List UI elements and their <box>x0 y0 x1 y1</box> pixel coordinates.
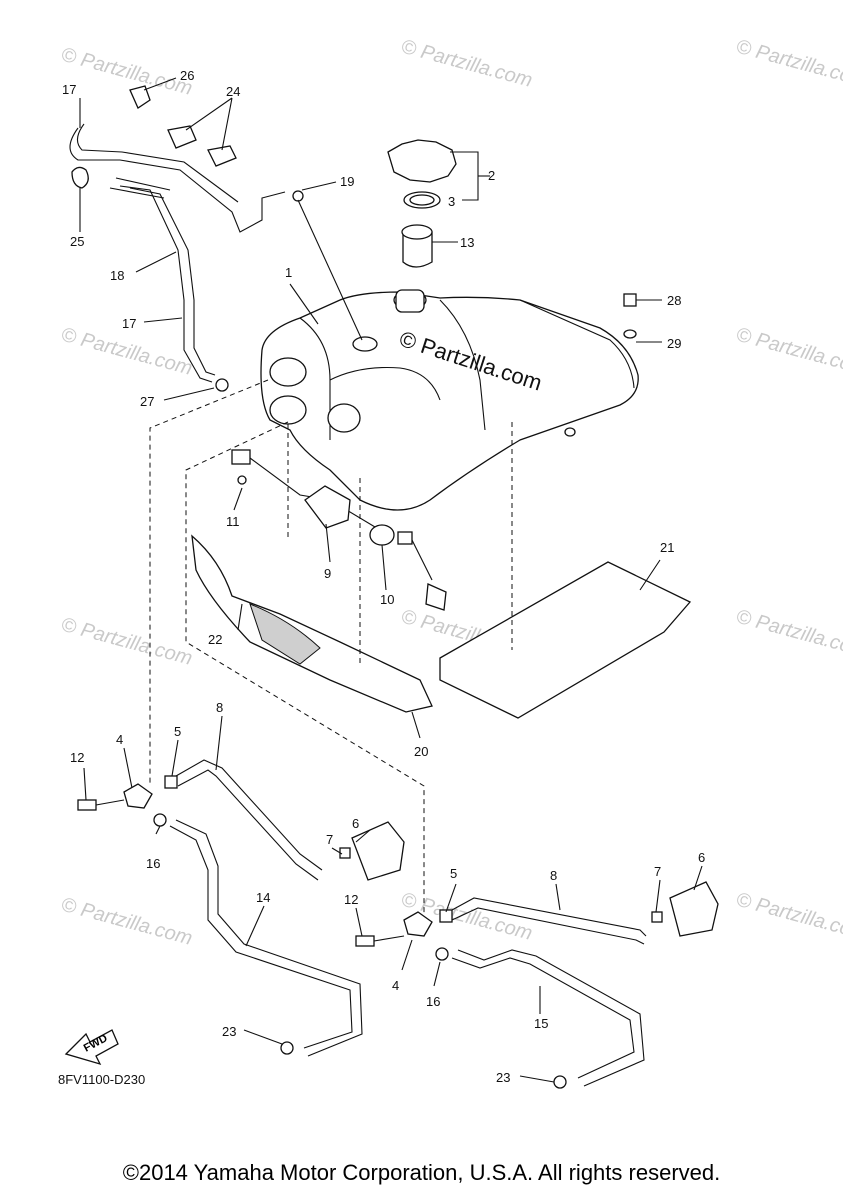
callout-18: 18 <box>110 268 124 283</box>
fuel-pump-assembly <box>231 449 447 611</box>
callout-22: 22 <box>208 632 222 647</box>
callout-19: 19 <box>340 174 354 189</box>
callout-11: 11 <box>226 514 240 529</box>
fwd-arrow-icon: FWD <box>64 1029 119 1066</box>
callout-6-left: 6 <box>352 816 359 831</box>
callout-16-right: 16 <box>426 994 440 1009</box>
fuel-cock-left <box>77 759 405 1057</box>
callout-23-right: 23 <box>496 1070 510 1085</box>
watermark: © Partzilla.com <box>734 606 843 662</box>
watermark: © Partzilla.com <box>734 36 843 92</box>
callout-28: 28 <box>667 293 681 308</box>
watermark: © Partzilla.com <box>59 894 195 950</box>
callout-29: 29 <box>667 336 681 351</box>
callout-17-top: 17 <box>62 82 76 97</box>
fuel-tank <box>260 289 639 511</box>
callout-9: 9 <box>324 566 331 581</box>
callout-leaders <box>79 77 703 1083</box>
callout-24: 24 <box>226 84 240 99</box>
watermark: © Partzilla.com <box>734 889 843 945</box>
callout-5-left: 5 <box>174 724 181 739</box>
callout-25: 25 <box>70 234 84 249</box>
callout-13: 13 <box>460 235 474 250</box>
breather-hoses <box>69 85 363 392</box>
callout-26: 26 <box>180 68 194 83</box>
watermark: © Partzilla.com <box>399 36 535 92</box>
watermark: © Partzilla.com <box>59 44 195 100</box>
callout-5-right: 5 <box>450 866 457 881</box>
callout-23-left: 23 <box>222 1024 236 1039</box>
callout-4-left: 4 <box>116 732 123 747</box>
diagram-code: 8FV1100-D230 <box>58 1072 145 1087</box>
tank-cap-assembly <box>387 139 457 268</box>
callout-8-left: 8 <box>216 700 223 715</box>
callout-10: 10 <box>380 592 394 607</box>
callout-numbers: 1 2 3 13 19 26 24 17 25 18 17 27 28 29 1… <box>62 68 705 1085</box>
callout-12-right: 12 <box>344 892 358 907</box>
callout-15: 15 <box>534 1016 548 1031</box>
leader-lines <box>149 379 513 918</box>
callout-12-left: 12 <box>70 750 84 765</box>
callout-16-left: 16 <box>146 856 160 871</box>
watermark: © Partzilla.com <box>59 324 195 380</box>
watermark: © Partzilla.com <box>59 614 195 670</box>
callout-27: 27 <box>140 394 154 409</box>
callout-2: 2 <box>488 168 495 183</box>
callout-17-mid: 17 <box>122 316 136 331</box>
callout-20: 20 <box>414 744 428 759</box>
callout-1: 1 <box>285 265 292 280</box>
callout-8-right: 8 <box>550 868 557 883</box>
callout-7-left: 7 <box>326 832 333 847</box>
callout-4-right: 4 <box>392 978 399 993</box>
callout-3: 3 <box>448 194 455 209</box>
callout-21: 21 <box>660 540 674 555</box>
tank-guards <box>191 534 692 719</box>
callout-7-right: 7 <box>654 864 661 879</box>
watermark: © Partzilla.com <box>734 324 843 380</box>
callout-14: 14 <box>256 890 270 905</box>
callout-6-right: 6 <box>698 850 705 865</box>
fuel-cock-right <box>355 881 719 1089</box>
tank-bolt <box>623 293 637 339</box>
copyright-notice: ©2014 Yamaha Motor Corporation, U.S.A. A… <box>122 1160 721 1185</box>
